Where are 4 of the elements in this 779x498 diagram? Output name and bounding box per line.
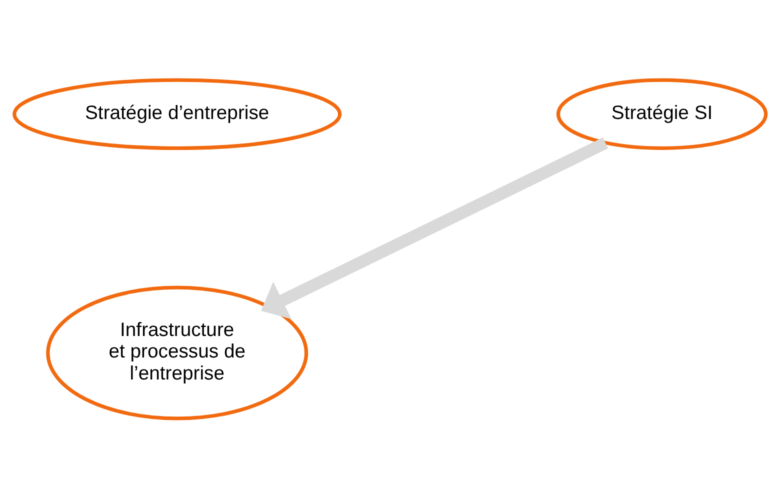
- node-ellipse: Infrastructure et processus de l’entreprise: [46, 286, 308, 420]
- arrow: [260, 138, 608, 320]
- node-ellipse: Stratégie SI: [556, 78, 768, 150]
- node-ellipse: Stratégie d’entreprise: [12, 78, 342, 150]
